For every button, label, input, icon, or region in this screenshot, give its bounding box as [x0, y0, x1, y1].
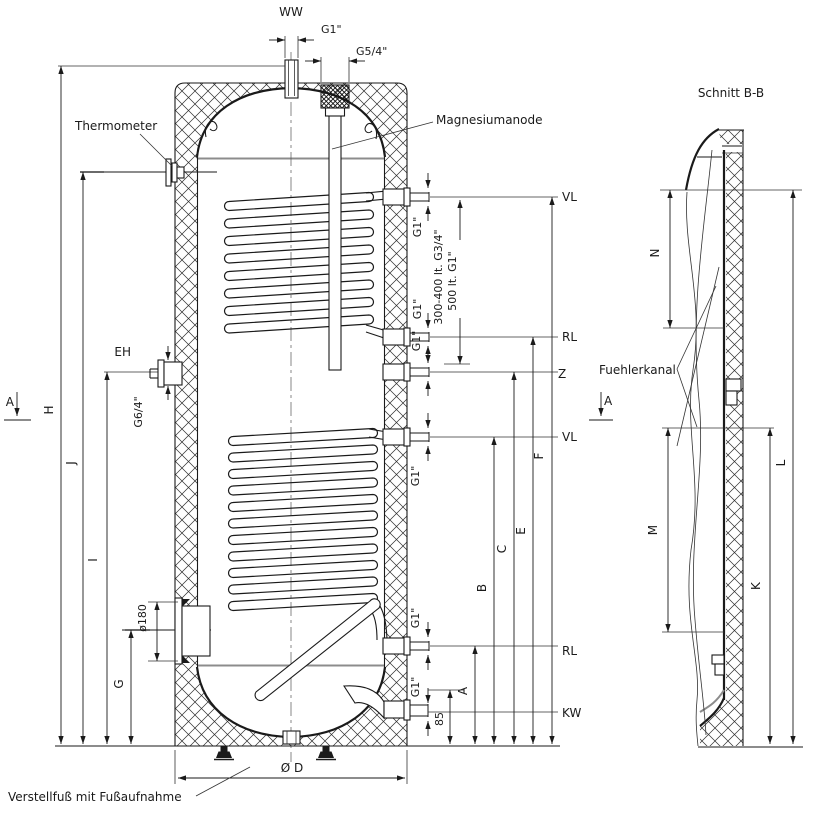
- size-kw: G1": [409, 677, 422, 698]
- size-z: G1": [410, 331, 423, 352]
- dim-c: C: [495, 545, 509, 553]
- conn-vl-bot: VL: [562, 430, 577, 444]
- eh-label: EH: [114, 345, 131, 359]
- dim-e: E: [514, 527, 528, 535]
- section-dimension-lines: [665, 190, 796, 744]
- bottom-drain: [282, 730, 301, 745]
- section-extensions: [660, 189, 802, 633]
- dia-d-label: Ø D: [281, 761, 304, 775]
- dim-a: A: [456, 686, 470, 695]
- section-marker-a-left: A: [6, 395, 15, 409]
- ww-size-label: G1": [321, 23, 342, 36]
- anode-note-1: 300-400 lt. G3/4": [432, 229, 445, 324]
- dim-85: 85: [433, 712, 446, 726]
- flange-dia-label: ø180: [136, 604, 149, 632]
- pipe-fitting: [382, 636, 430, 656]
- adjustable-feet: [214, 746, 336, 761]
- dimension-lines: [58, 37, 555, 781]
- pipe-fitting: [382, 327, 430, 347]
- dim-l: L: [774, 459, 788, 466]
- size-vl-bot: G1": [409, 466, 422, 487]
- upper-heat-exchanger-coil: [223, 191, 375, 334]
- section-view: Schnitt B-B: [589, 86, 803, 748]
- section-title: Schnitt B-B: [698, 86, 764, 100]
- section-marker-mid: A: [589, 392, 613, 421]
- lower-heat-exchanger-coil: [227, 427, 379, 612]
- ww-label: WW: [279, 5, 303, 19]
- dim-f: F: [532, 452, 546, 459]
- main-view-labels: WW G1" G5/4" Thermometer Magnesiumanode …: [8, 5, 581, 804]
- anode-note-2: 500 lt. G1": [446, 251, 459, 310]
- eh-fitting: [104, 359, 183, 388]
- lifting-lug-left: [204, 120, 218, 138]
- section-marker-left: A: [4, 392, 31, 421]
- section-marker-a-mid: A: [604, 394, 613, 408]
- flange-180: [122, 597, 211, 665]
- dim-k: K: [749, 581, 763, 590]
- conn-rl-top: RL: [562, 330, 577, 344]
- conn-z: Z: [558, 367, 566, 381]
- pipe-fitting: [382, 187, 430, 207]
- foot-note-label: Verstellfuß mit Fußaufnahme: [8, 790, 182, 804]
- magnesium-anode: [320, 84, 350, 371]
- dim-g: G: [112, 679, 126, 688]
- adjustable-foot: [214, 746, 234, 761]
- pipe-fitting: [382, 362, 430, 382]
- leader-lines: [139, 121, 434, 797]
- magnesiumanode-label: Magnesiumanode: [436, 113, 543, 127]
- right-wall-fittings: [382, 187, 430, 721]
- eh-size-label: G6/4": [132, 396, 145, 427]
- conn-vl-top: VL: [562, 190, 577, 204]
- dim-h: H: [42, 405, 56, 414]
- size-rl-bot: G1": [409, 608, 422, 629]
- section-structure: [676, 128, 803, 748]
- dim-i: I: [86, 558, 100, 562]
- diagonal-tube: [254, 598, 381, 702]
- adjustable-foot: [316, 746, 336, 761]
- coil-connectors: [365, 190, 388, 641]
- dim-b: B: [475, 584, 489, 592]
- conn-rl-bot: RL: [562, 644, 577, 658]
- conn-kw: KW: [562, 706, 581, 720]
- dim-j: J: [64, 461, 78, 466]
- lifting-lug-right: [364, 122, 378, 140]
- size-vl-top: G1": [411, 217, 424, 238]
- pipe-fitting: [382, 427, 430, 447]
- dim-n: N: [648, 249, 662, 258]
- fuehlerkanal-leaders: [676, 285, 717, 428]
- main-view: A WW G1" G5/4" Thermometer Magnesiumanod…: [4, 5, 581, 804]
- thermometer-label: Thermometer: [74, 119, 157, 133]
- dim-m: M: [646, 525, 660, 535]
- fuehlerkanal-label: Fuehlerkanal: [599, 363, 676, 377]
- anode-size-label: G5/4": [356, 45, 387, 58]
- section-insulation: [726, 152, 743, 700]
- section-labels: Fuehlerkanal N M K L: [599, 249, 788, 590]
- size-rl-top: G1": [411, 299, 424, 320]
- ww-pipe: [284, 59, 299, 99]
- thermometer-fitting: [80, 158, 217, 187]
- kw-fitting: [403, 699, 429, 721]
